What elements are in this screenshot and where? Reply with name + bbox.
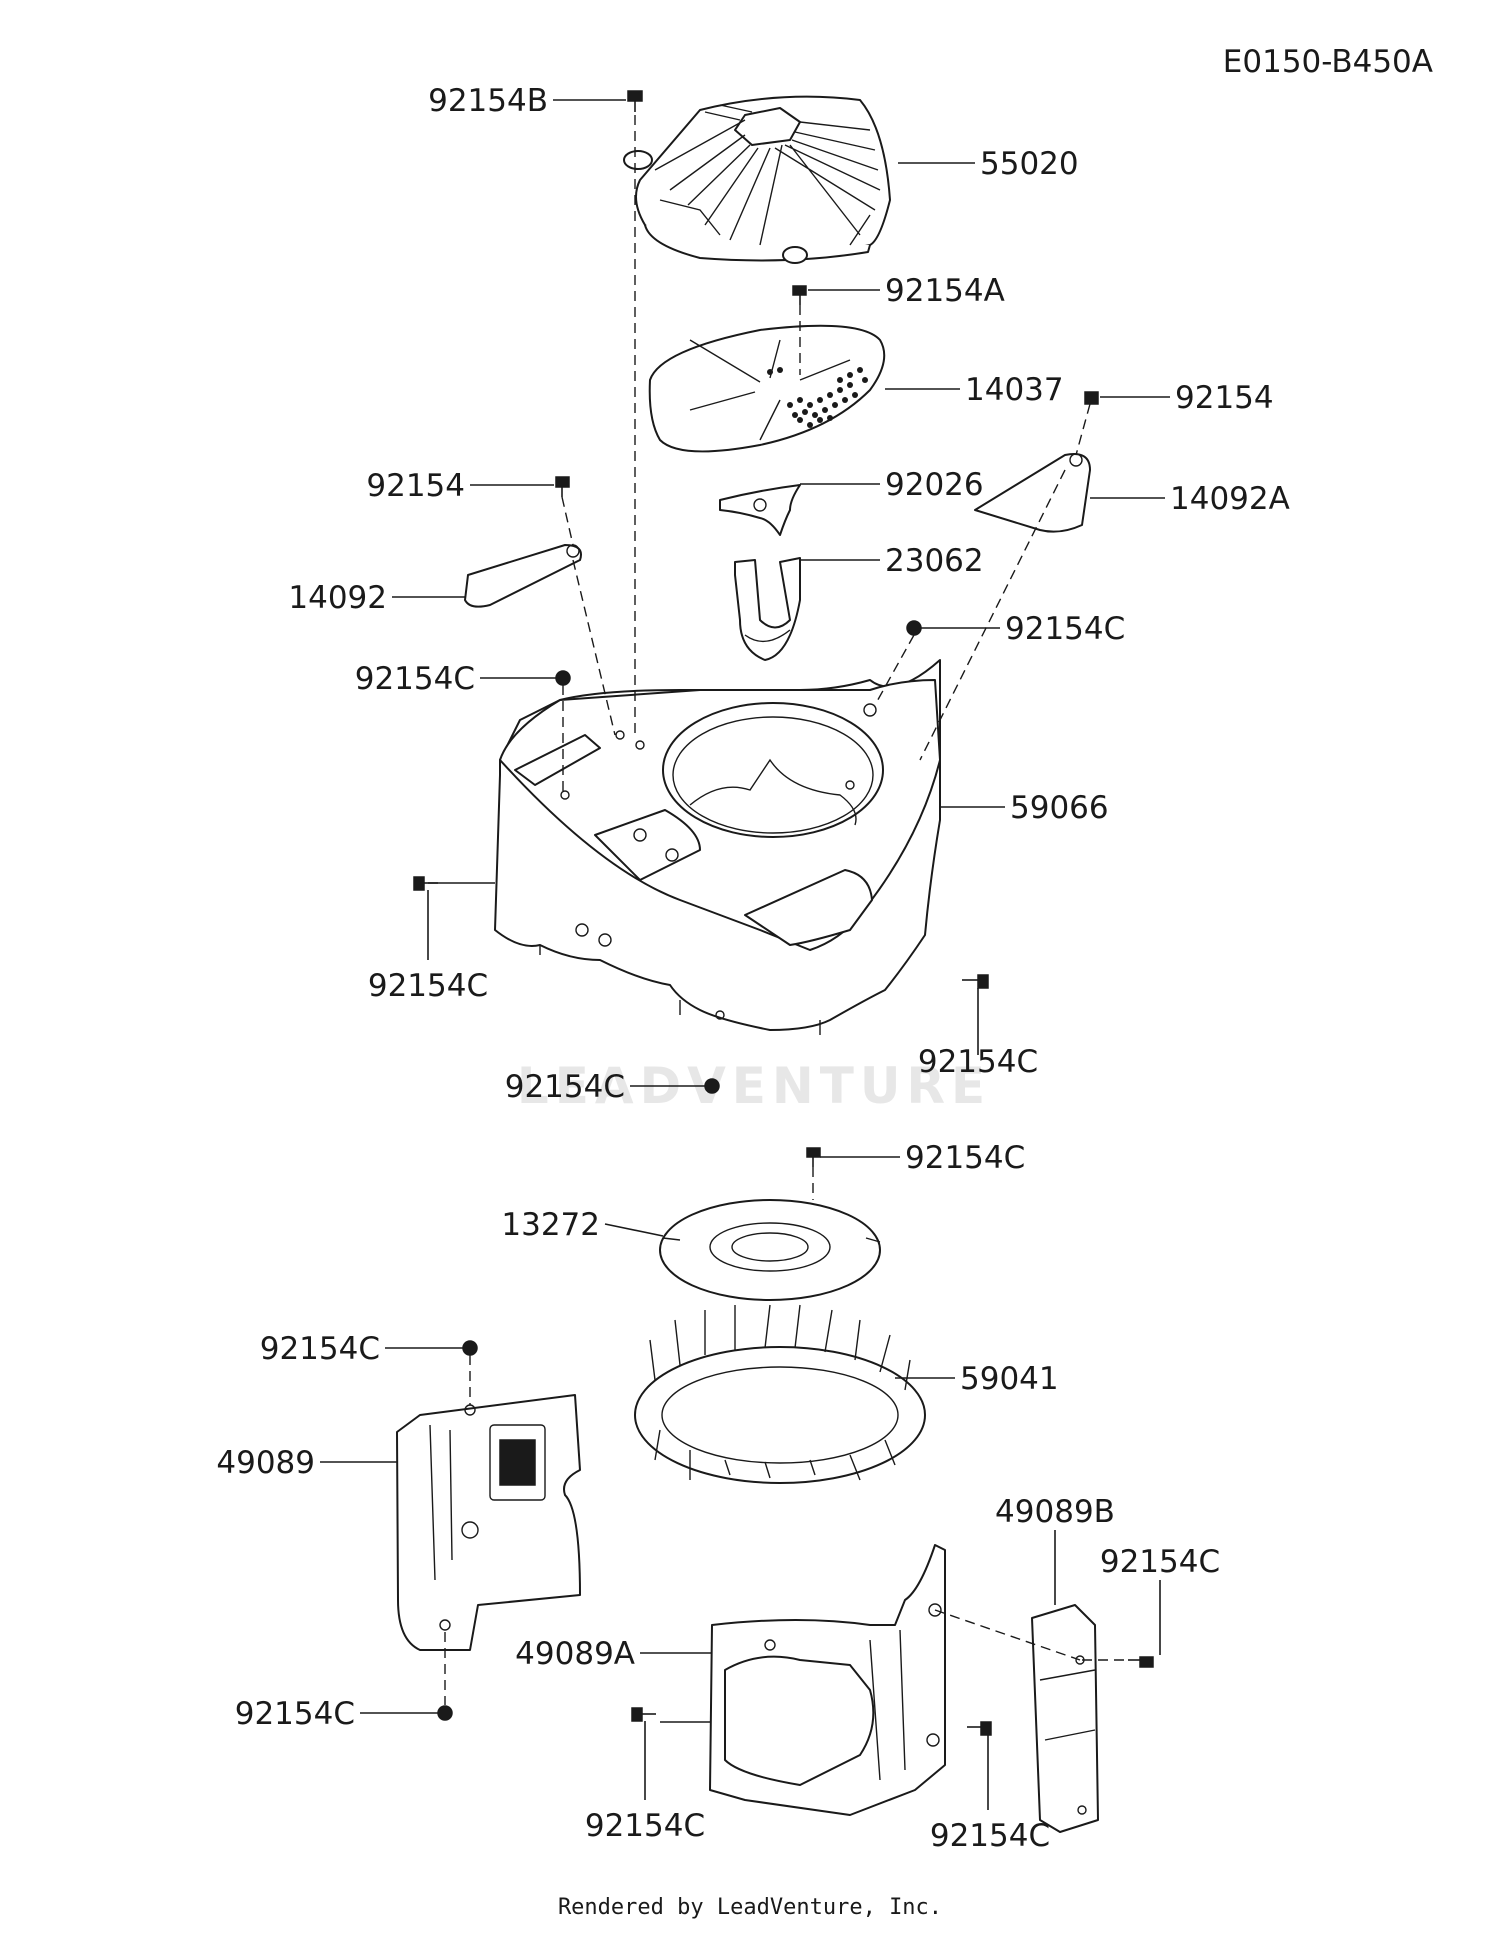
recoil-starter-cover-drawing xyxy=(623,95,891,264)
bolt-icon xyxy=(555,670,571,686)
part-label-49089: 49089 xyxy=(216,1445,315,1481)
bolt-icon xyxy=(806,1147,821,1167)
bolt-icon xyxy=(631,1707,656,1722)
part-label-92154c-housing-bottom: 92154C xyxy=(505,1069,625,1105)
flywheel-plate-drawing xyxy=(659,1199,881,1301)
bolt-icon xyxy=(906,620,922,636)
baffle-left-drawing xyxy=(464,544,582,608)
part-label-92154c-top-right: 92154C xyxy=(1005,611,1125,647)
part-label-92154-left: 92154 xyxy=(366,468,465,504)
callout-labels: 92154B 55020 92154A 14037 92154 14092A 9… xyxy=(216,83,1289,1854)
part-label-92154c-shroud-top: 92154C xyxy=(260,1331,380,1367)
part-label-92154c-top-left: 92154C xyxy=(355,661,475,697)
part-label-92154c-shroud-bottom: 92154C xyxy=(235,1696,355,1732)
part-label-92154c-bottom-right: 92154C xyxy=(930,1818,1050,1854)
watermark-text: LEADVENTURE xyxy=(517,1057,991,1115)
part-label-92026: 92026 xyxy=(885,467,984,503)
part-label-92154c-plate: 92154C xyxy=(905,1140,1025,1176)
left-shroud-drawing xyxy=(396,1394,581,1651)
bolt-icon xyxy=(555,476,570,497)
baffle-right-drawing xyxy=(974,453,1091,533)
part-label-92154c-bottom-left: 92154C xyxy=(585,1808,705,1844)
part-label-92154a: 92154A xyxy=(885,273,1005,309)
ratchet-drawing xyxy=(734,557,801,661)
part-label-49089a: 49089A xyxy=(515,1636,635,1672)
part-label-92154c-housing-right: 92154C xyxy=(918,1044,1038,1080)
part-label-13272: 13272 xyxy=(501,1207,600,1243)
part-label-14037: 14037 xyxy=(965,372,1064,408)
side-plate-drawing xyxy=(1031,1604,1099,1833)
bolt-icon xyxy=(1128,1656,1154,1668)
part-label-59041: 59041 xyxy=(960,1361,1059,1397)
bottom-shroud-drawing xyxy=(709,1544,946,1816)
part-label-92154c-housing-left: 92154C xyxy=(368,968,488,1004)
part-label-14092: 14092 xyxy=(288,580,387,616)
leader-lines xyxy=(320,99,1170,1810)
part-label-55020: 55020 xyxy=(980,146,1079,182)
part-label-14092a: 14092A xyxy=(1170,481,1290,517)
bolt-icon xyxy=(704,1078,720,1094)
bolt-icon xyxy=(462,1340,478,1356)
cooling-fan-drawing xyxy=(634,1304,926,1484)
bolt-icon xyxy=(792,285,807,305)
fan-housing-drawing xyxy=(494,659,941,1035)
screen-drawing xyxy=(648,324,886,453)
bolt-icon xyxy=(1084,391,1099,405)
part-label-23062: 23062 xyxy=(885,543,984,579)
part-label-92154b: 92154B xyxy=(428,83,548,119)
footer-credit: Rendered by LeadVenture, Inc. xyxy=(557,1895,943,1920)
diagram-code: E0150-B450A xyxy=(1223,44,1433,80)
bolt-icon xyxy=(967,1721,992,1736)
bolt-icon xyxy=(437,1705,453,1721)
part-label-92154-right: 92154 xyxy=(1175,380,1274,416)
assembly-lines xyxy=(444,115,1128,1705)
bolt-icon xyxy=(627,90,643,112)
part-label-49089b: 49089B xyxy=(995,1494,1115,1530)
part-label-59066: 59066 xyxy=(1010,790,1109,826)
plate-drawing xyxy=(719,484,801,536)
part-label-92154c-side-plate: 92154C xyxy=(1100,1544,1220,1580)
bolt-icon xyxy=(962,974,989,989)
